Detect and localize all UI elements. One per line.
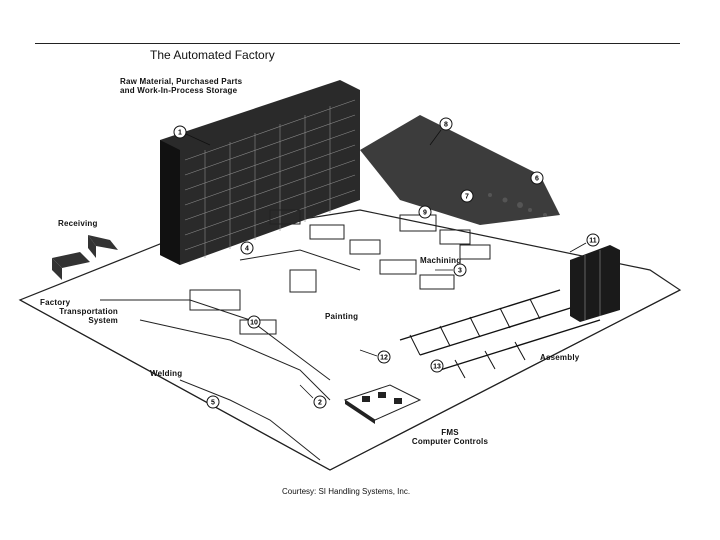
transport-label: Factory Transportation System (40, 298, 118, 325)
transport-label-line3: System (40, 316, 118, 325)
fms-label-line1: FMS (395, 428, 505, 437)
storage-rack (160, 80, 360, 265)
callout-2-label: 2 (318, 400, 322, 407)
fms-control-room (345, 385, 420, 424)
callout-13-label: 13 (433, 364, 441, 371)
storage-label-line1: Raw Material, Purchased Parts (120, 77, 242, 86)
callout-5-label: 5 (211, 400, 215, 407)
storage-label: Raw Material, Purchased Parts and Work-I… (120, 77, 242, 95)
receiving-units (52, 235, 118, 280)
callout-12-label: 12 (380, 355, 388, 362)
machining-label: Machining (420, 256, 461, 265)
credit-line: Courtesy: SI Handling Systems, Inc. (282, 487, 410, 496)
transport-label-line1: Factory (40, 298, 118, 307)
right-unit (570, 245, 620, 322)
callout-11-label: 11 (589, 238, 597, 245)
callout-8-label: 8 (444, 122, 448, 129)
receiving-label: Receiving (58, 219, 98, 228)
callout-4-label: 4 (245, 246, 249, 253)
callout-3-label: 3 (458, 268, 462, 275)
fms-label-line2: Computer Controls (395, 437, 505, 446)
storage-label-line2: and Work-In-Process Storage (120, 86, 242, 95)
callout-9-label: 9 (423, 210, 427, 217)
fms-label: FMS Computer Controls (395, 428, 505, 446)
callout-7-label: 7 (465, 194, 469, 201)
callout-10-label: 10 (250, 320, 258, 327)
transport-track (100, 250, 360, 460)
painting-label: Painting (325, 312, 358, 321)
callout-1-label: 1 (178, 130, 182, 137)
assembly-label: Assembly (540, 353, 579, 362)
transport-label-line2: Transportation (40, 307, 118, 316)
welding-label: Welding (150, 369, 182, 378)
callout-6-label: 6 (535, 176, 539, 183)
